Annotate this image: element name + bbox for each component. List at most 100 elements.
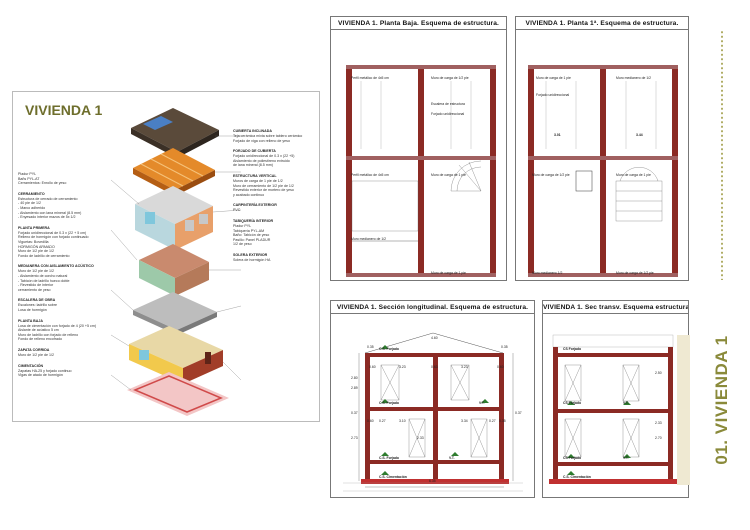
note-heading-row: ESCALERA DE OBRA bbox=[18, 298, 55, 303]
note-heading-row: CARPINTERÍA EXTERIOR bbox=[233, 203, 277, 208]
note-heading-row: CIMENTACIÓN bbox=[18, 364, 43, 369]
dimension-label: 0.60 bbox=[367, 419, 374, 423]
note-line: Fondo de relleno encofrado bbox=[18, 337, 62, 342]
note-line: 1/2 de yeso bbox=[233, 242, 252, 247]
dimension-label: 0.60 bbox=[369, 365, 376, 369]
roof-layer bbox=[131, 108, 219, 158]
note-line: Losa de cimentación con forjado de 4 (20… bbox=[18, 323, 97, 328]
floor-slab-layer bbox=[133, 292, 217, 335]
plan-first-floor-label: Forjado unidireccional bbox=[536, 93, 570, 97]
note-line: Muro de 1/2 pie de 1/2 bbox=[18, 269, 54, 274]
note-heading: PLANTA PRIMERA bbox=[18, 225, 50, 230]
note-line: de lana mineral (8.5 mm) bbox=[233, 163, 273, 168]
note-line: Cerramientos: Enrollo de yeso bbox=[18, 181, 67, 186]
plan-first-floor-label: Muro de carga de 1/2 pie bbox=[616, 271, 654, 275]
title-dotted-rule bbox=[720, 30, 724, 280]
note-heading-row: FORJADO DE CUBIERTA bbox=[233, 149, 276, 154]
note-line: Muro de cerramiento de 1/2 pie de 1/2 bbox=[233, 183, 294, 188]
note-line: Revestido exterior de mortero de yeso bbox=[233, 188, 294, 193]
dimension-label: 0.63 bbox=[431, 365, 438, 369]
height-label: 2.70 bbox=[655, 436, 662, 440]
note-heading: ESCALERA DE OBRA bbox=[18, 298, 56, 303]
transverse-section-title: VIVIENDA 1. Sec transv. Esquema estructu… bbox=[543, 301, 688, 314]
note-heading: SOLERA EXTERIOR bbox=[233, 253, 268, 257]
plan-first-floor-label: Muro de carga de 1/2 pie bbox=[532, 173, 570, 177]
note-line: Aislamiento de poliestireno extruido bbox=[233, 158, 290, 163]
note-heading-row: CERRAMIENTO bbox=[18, 192, 45, 197]
sheet-title: 01. VIVIENDA 1 bbox=[707, 282, 737, 518]
plan-first-floor-label: Muro medianero de 1/2 bbox=[616, 76, 652, 80]
longitudinal-section-title: VIVIENDA 1. Sección longitudinal. Esquem… bbox=[331, 301, 534, 314]
note-line: cerramiento de yeso bbox=[18, 287, 51, 292]
plan-first-floor-panel: VIVIENDA 1. Planta 1ª. Esquema de estruc… bbox=[515, 16, 689, 281]
upper-floor-layer bbox=[135, 186, 213, 250]
note-line: - Aislamiento con lana mineral (8.5 mm) bbox=[18, 210, 82, 215]
height-label: 2.50 bbox=[655, 371, 662, 375]
note-heading-row: PLANTA BAJA bbox=[18, 319, 43, 324]
longitudinal-section-drawing bbox=[343, 332, 523, 492]
plan-ground-floor-title: VIVIENDA 1. Planta Baja. Esquema de estr… bbox=[331, 17, 506, 30]
plan-first-floor-title: VIVIENDA 1. Planta 1ª. Esquema de estruc… bbox=[516, 17, 688, 30]
plan-ground-floor-label: Muro de carga de 1/2 pie bbox=[431, 76, 469, 80]
note-line: - Enyesado interior mazos de 5x 1/2 bbox=[18, 215, 76, 220]
dimension-label: 0.27 bbox=[379, 419, 386, 423]
plan-ground-floor-label: Forjado unidireccional bbox=[431, 112, 465, 116]
note-line: Viguetas: Bovedilla bbox=[18, 240, 49, 244]
note-line: Pladur PYL bbox=[18, 172, 37, 176]
plan-first-floor-drawing bbox=[528, 65, 678, 277]
foundation-layer bbox=[127, 372, 229, 416]
note-line: Escalones: ladrillo sobre bbox=[18, 303, 57, 308]
level-label: V.T. bbox=[449, 456, 455, 460]
note-line: Muro de 1/2 pie de 1/2 bbox=[18, 249, 54, 254]
height-label: 2.33 bbox=[655, 421, 662, 425]
plan-ground-floor-label: Muro de carga de 1 pie bbox=[431, 173, 466, 177]
dimension-label: 3.23 bbox=[399, 365, 406, 369]
level-label: V.T. bbox=[623, 456, 629, 460]
plan-ground-floor-label: Perfil metálico de 4x5 cm bbox=[351, 173, 389, 177]
height-label: 2.89 bbox=[351, 386, 358, 390]
note-heading: FORJADO DE CUBIERTA bbox=[233, 149, 276, 154]
height-label: 2.33 bbox=[417, 436, 424, 440]
note-heading: CERRAMIENTO bbox=[18, 191, 45, 196]
note-line: y acabado continuo bbox=[233, 192, 265, 197]
axonometric-title: VIVIENDA 1 bbox=[25, 102, 103, 118]
note-heading-row: PLANTA PRIMERA bbox=[18, 226, 50, 231]
plan-first-floor-label: Muro de carga de 1 pie bbox=[536, 76, 571, 80]
plan-ground-floor-label: Muro de carga de 1 pie bbox=[431, 271, 466, 275]
plan-first-floor-label: 3.01 bbox=[554, 133, 561, 137]
dimension-label: 3.34 bbox=[461, 419, 468, 423]
note-heading: CARPINTERÍA EXTERIOR bbox=[233, 203, 277, 208]
upper-interior-layer bbox=[139, 244, 209, 296]
note-line: - Revestido de interior bbox=[18, 283, 54, 288]
level-label: V.T. bbox=[623, 401, 629, 405]
plan-first-floor-label: Muro medianero 1/2 bbox=[532, 271, 563, 275]
note-line: Fondo de ladrillo de cerramiento bbox=[18, 253, 70, 258]
note-line: - Aislamiento de corcho natural bbox=[18, 274, 68, 278]
level-label: CS Forjado bbox=[563, 347, 582, 351]
note-heading-row: MEDIANERA CON AISLAMIENTO ACÚSTICO bbox=[18, 264, 94, 269]
note-line: Baño: Tabicón de yeso bbox=[233, 233, 270, 238]
note-heading-row: TABIQUERÍA INTERIOR bbox=[233, 219, 273, 224]
note-heading: MEDIANERA CON AISLAMIENTO ACÚSTICO bbox=[18, 264, 94, 269]
note-line: Muro de 1/2 pie de 1/2 bbox=[18, 353, 54, 357]
note-heading-row: ESTRUCTURA VERTICAL bbox=[233, 174, 277, 179]
note-line: Zapatas HA-25 y forjado continuo bbox=[18, 368, 72, 373]
note-line: HORMIGÓN ARMADO bbox=[18, 244, 55, 249]
note-heading: CUBIERTA INCLINADA bbox=[233, 129, 272, 133]
note-line: Vigas de atado de hormigón bbox=[18, 373, 63, 378]
plan-first-floor-label: 3.44 bbox=[636, 133, 643, 137]
exploded-axonometric-drawing bbox=[111, 108, 241, 416]
longitudinal-section-panel: VIVIENDA 1. Sección longitudinal. Esquem… bbox=[330, 300, 535, 498]
note-line: Estructura de cerrado de cerramiento bbox=[18, 196, 78, 201]
level-label: C.S. Cimentación bbox=[379, 475, 407, 479]
plan-ground-floor-panel: VIVIENDA 1. Planta Baja. Esquema de estr… bbox=[330, 16, 507, 281]
dimension-label: 4.60 bbox=[431, 336, 438, 340]
note-heading-row: CUBIERTA INCLINADA bbox=[233, 129, 272, 134]
note-line: Muros de carga de 1 pie de 1/2 bbox=[233, 179, 283, 183]
sheet-title-text: 01. VIVIENDA 1 bbox=[712, 335, 731, 465]
dimension-label: 3.23 bbox=[461, 365, 468, 369]
note-line: Pladur PYL bbox=[233, 224, 252, 228]
note-line: - Marco adherido bbox=[18, 206, 46, 210]
note-heading-row: SOLERA EXTERIOR bbox=[233, 253, 267, 258]
